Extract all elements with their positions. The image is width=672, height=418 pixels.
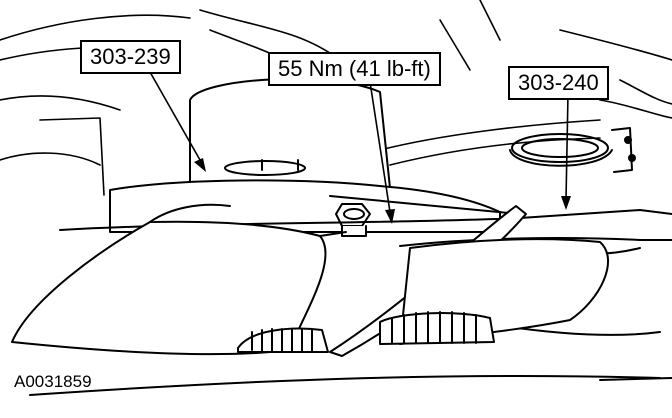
arrowhead-303-240 — [561, 196, 571, 210]
callout-torque-spec: 55 Nm (41 lb-ft) — [268, 52, 441, 86]
ribbed-belt-left — [237, 327, 329, 353]
ribbed-belt-right — [379, 311, 495, 345]
leader-torque — [369, 81, 391, 213]
arrowhead-torque — [385, 209, 395, 224]
mount-bracket — [109, 179, 521, 233]
right-pulley-assembly — [509, 127, 636, 173]
arrowhead-303-239 — [194, 158, 206, 172]
leader-arrowheads — [194, 158, 571, 224]
hex-bolt — [335, 203, 371, 237]
leader-303-240 — [565, 93, 569, 201]
leader-lines — [149, 71, 569, 213]
leader-303-239 — [149, 71, 201, 161]
callout-303-240: 303-240 — [508, 66, 609, 100]
engine-mount-body — [189, 77, 391, 189]
callout-303-239: 303-239 — [80, 40, 181, 74]
figure-id: A0031859 — [14, 372, 92, 391]
